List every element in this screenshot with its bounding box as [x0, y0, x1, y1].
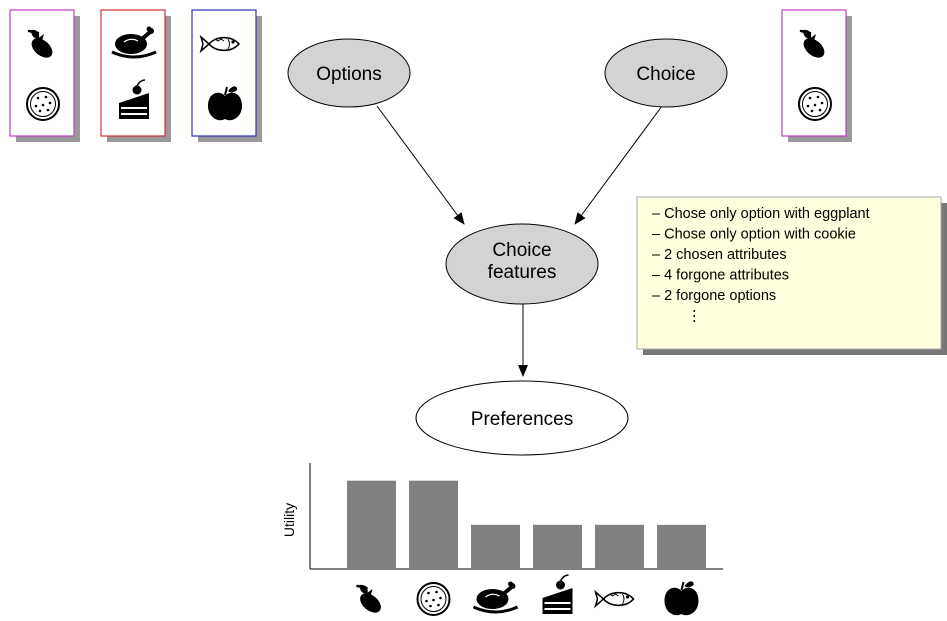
features-note-line: – 2 forgone options: [652, 288, 776, 304]
bar: [533, 524, 582, 569]
y-axis-label: Utility: [281, 503, 297, 537]
arrow-choice-to-features: [574, 105, 663, 225]
arrow-options-to-features: [376, 105, 465, 225]
cookie-icon: [416, 582, 451, 616]
turkey-icon: [471, 579, 520, 614]
node-choice-label: Choice: [636, 64, 695, 85]
features-note: – Chose only option with eggplant – Chose…: [636, 196, 947, 355]
features-note-line: – 2 chosen attributes: [652, 247, 787, 263]
node-options-label: Options: [316, 64, 381, 85]
cookie-icon: [26, 87, 60, 121]
bar: [595, 524, 644, 569]
features-note-line: – Chose only option with cookie: [652, 227, 856, 243]
features-note-line: – 4 forgone attributes: [652, 268, 789, 284]
option-card: [191, 9, 262, 142]
node-choice: Choice: [604, 38, 728, 108]
apple-icon: [663, 580, 700, 617]
node-options: Options: [287, 38, 411, 108]
option-card: [100, 9, 171, 142]
option-card: [9, 9, 80, 142]
features-note-line: ⋮: [687, 309, 702, 325]
bar: [347, 480, 396, 569]
node-preferences: Preferences: [415, 380, 629, 456]
eggplant-icon: [355, 583, 386, 618]
choice-card: [781, 9, 852, 142]
node-choice-features: Choice features: [445, 223, 599, 305]
cake-icon: [541, 574, 574, 615]
bar: [471, 524, 520, 569]
features-note-line: – Chose only option with eggplant: [652, 206, 870, 222]
fish-icon: [594, 591, 635, 607]
node-preferences-label: Preferences: [471, 409, 573, 430]
node-choice-features-label-line2: features: [488, 262, 557, 283]
bar: [657, 524, 706, 569]
utility-chart: Utility: [281, 463, 723, 618]
cookie-icon: [798, 87, 832, 121]
bar: [409, 480, 458, 569]
node-choice-features-label-line1: Choice: [492, 240, 551, 261]
option-cards: [9, 9, 852, 142]
